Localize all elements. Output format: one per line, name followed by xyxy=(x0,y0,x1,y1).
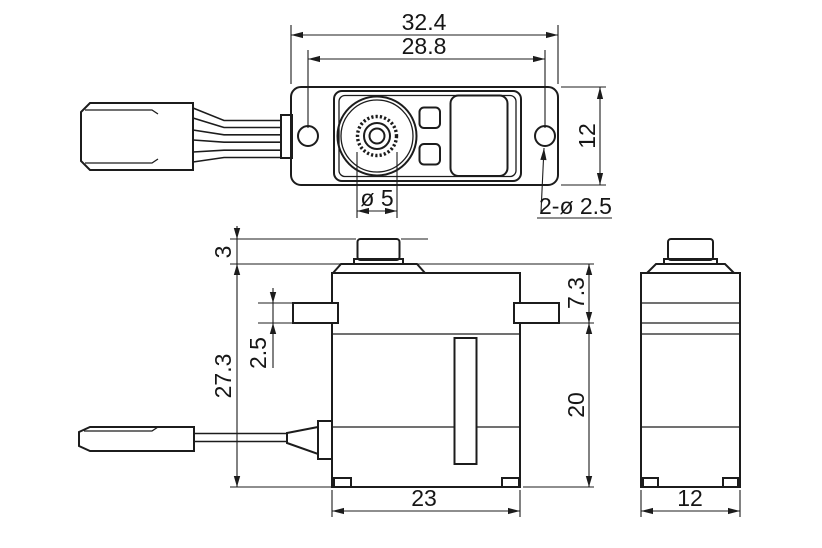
screw-boss-upper xyxy=(418,106,441,129)
dim-flange-height: 12 xyxy=(561,86,606,186)
servo-body-end xyxy=(640,272,741,488)
servo-body-inner-line xyxy=(338,94,517,178)
connector-detail-lines xyxy=(85,109,159,164)
mounting-flange xyxy=(290,86,559,186)
output-spline-end xyxy=(667,238,714,261)
dim-label-flange-height: 12 xyxy=(574,123,600,149)
dim-label-flange-to-bottom: 20 xyxy=(563,392,589,418)
extension-line xyxy=(230,238,428,488)
dim-label-body-width: 23 xyxy=(411,485,437,511)
dim-label-spline-height: 3 xyxy=(210,246,236,259)
spline-teeth xyxy=(355,114,399,158)
dim-label-total-height: 27.3 xyxy=(210,354,236,399)
dim-label-hole-spacing: 28.8 xyxy=(402,33,447,59)
strain-relief-collar xyxy=(317,420,333,460)
dim-label-overall-width: 32.4 xyxy=(402,9,447,35)
flange-tab-right xyxy=(513,302,560,324)
dim-flange-thickness: 2.5 xyxy=(245,288,293,369)
spline-center-hole xyxy=(368,127,386,145)
strain-relief-cone xyxy=(286,425,319,456)
arrowhead xyxy=(585,312,593,323)
servo-body-side xyxy=(331,272,521,488)
side-view: 3 27.3 2.5 7.3 20 23 xyxy=(78,226,594,517)
dim-label-spline-diameter: ø 5 xyxy=(360,185,393,211)
dim-body-depth: 12 xyxy=(640,485,741,517)
bottom-foot-right xyxy=(501,477,520,488)
dim-right-heights: 7.3 20 xyxy=(418,263,594,488)
dim-label-flange-thickness: 2.5 xyxy=(245,337,271,369)
extension-line xyxy=(418,263,594,488)
dim-label-body-depth: 12 xyxy=(677,485,703,511)
arrowhead xyxy=(585,323,593,334)
mounting-hole-right xyxy=(534,125,556,147)
extension-line xyxy=(307,50,546,128)
output-gear xyxy=(336,95,418,177)
mounting-hole-left xyxy=(297,125,319,147)
arrowhead xyxy=(233,228,241,239)
dim-label-mounting-holes: 2-ø 2.5 xyxy=(539,193,612,219)
arrowhead xyxy=(585,476,593,487)
lead-wire xyxy=(194,432,287,443)
dim-spline-diameter: ø 5 xyxy=(356,152,398,218)
flange-tab-left xyxy=(292,302,339,324)
arrowhead xyxy=(269,292,277,303)
servo-body-top xyxy=(333,90,522,182)
extension-line xyxy=(258,302,293,324)
connector-side-detail xyxy=(84,426,159,432)
screw-boss-lower xyxy=(418,143,441,166)
bottom-foot-left xyxy=(333,477,352,488)
arrowhead xyxy=(585,264,593,275)
dim-label-top-to-flange: 7.3 xyxy=(563,277,589,309)
bottom-foot-left-end xyxy=(642,477,659,488)
extension-line xyxy=(356,152,398,218)
dim-mounting-holes-leader: 2-ø 2.5 xyxy=(537,147,612,219)
arrowhead xyxy=(233,476,241,487)
side-rib-slot xyxy=(453,337,478,465)
dim-hole-spacing: 28.8 xyxy=(307,33,546,128)
arrowhead xyxy=(269,323,277,334)
gear-cap-mound-end xyxy=(646,263,735,274)
connector-side xyxy=(78,426,195,452)
wire-bundle xyxy=(192,107,282,163)
end-view-seams xyxy=(641,302,740,428)
label-area xyxy=(449,94,509,177)
dim-spline-height-and-total: 3 27.3 xyxy=(210,226,428,488)
leader-line xyxy=(540,147,547,213)
arrowhead xyxy=(233,264,241,275)
bottom-foot-right-end xyxy=(722,477,739,488)
connector-housing xyxy=(80,102,194,171)
dim-overall-width: 32.4 xyxy=(290,9,559,84)
end-view: 12 xyxy=(640,238,741,517)
gear-cap-mound xyxy=(332,263,426,274)
top-view: 32.4 28.8 12 ø 5 2-ø 2.5 xyxy=(80,9,612,219)
dim-body-width: 23 xyxy=(331,485,521,517)
output-spline-side xyxy=(356,238,401,261)
